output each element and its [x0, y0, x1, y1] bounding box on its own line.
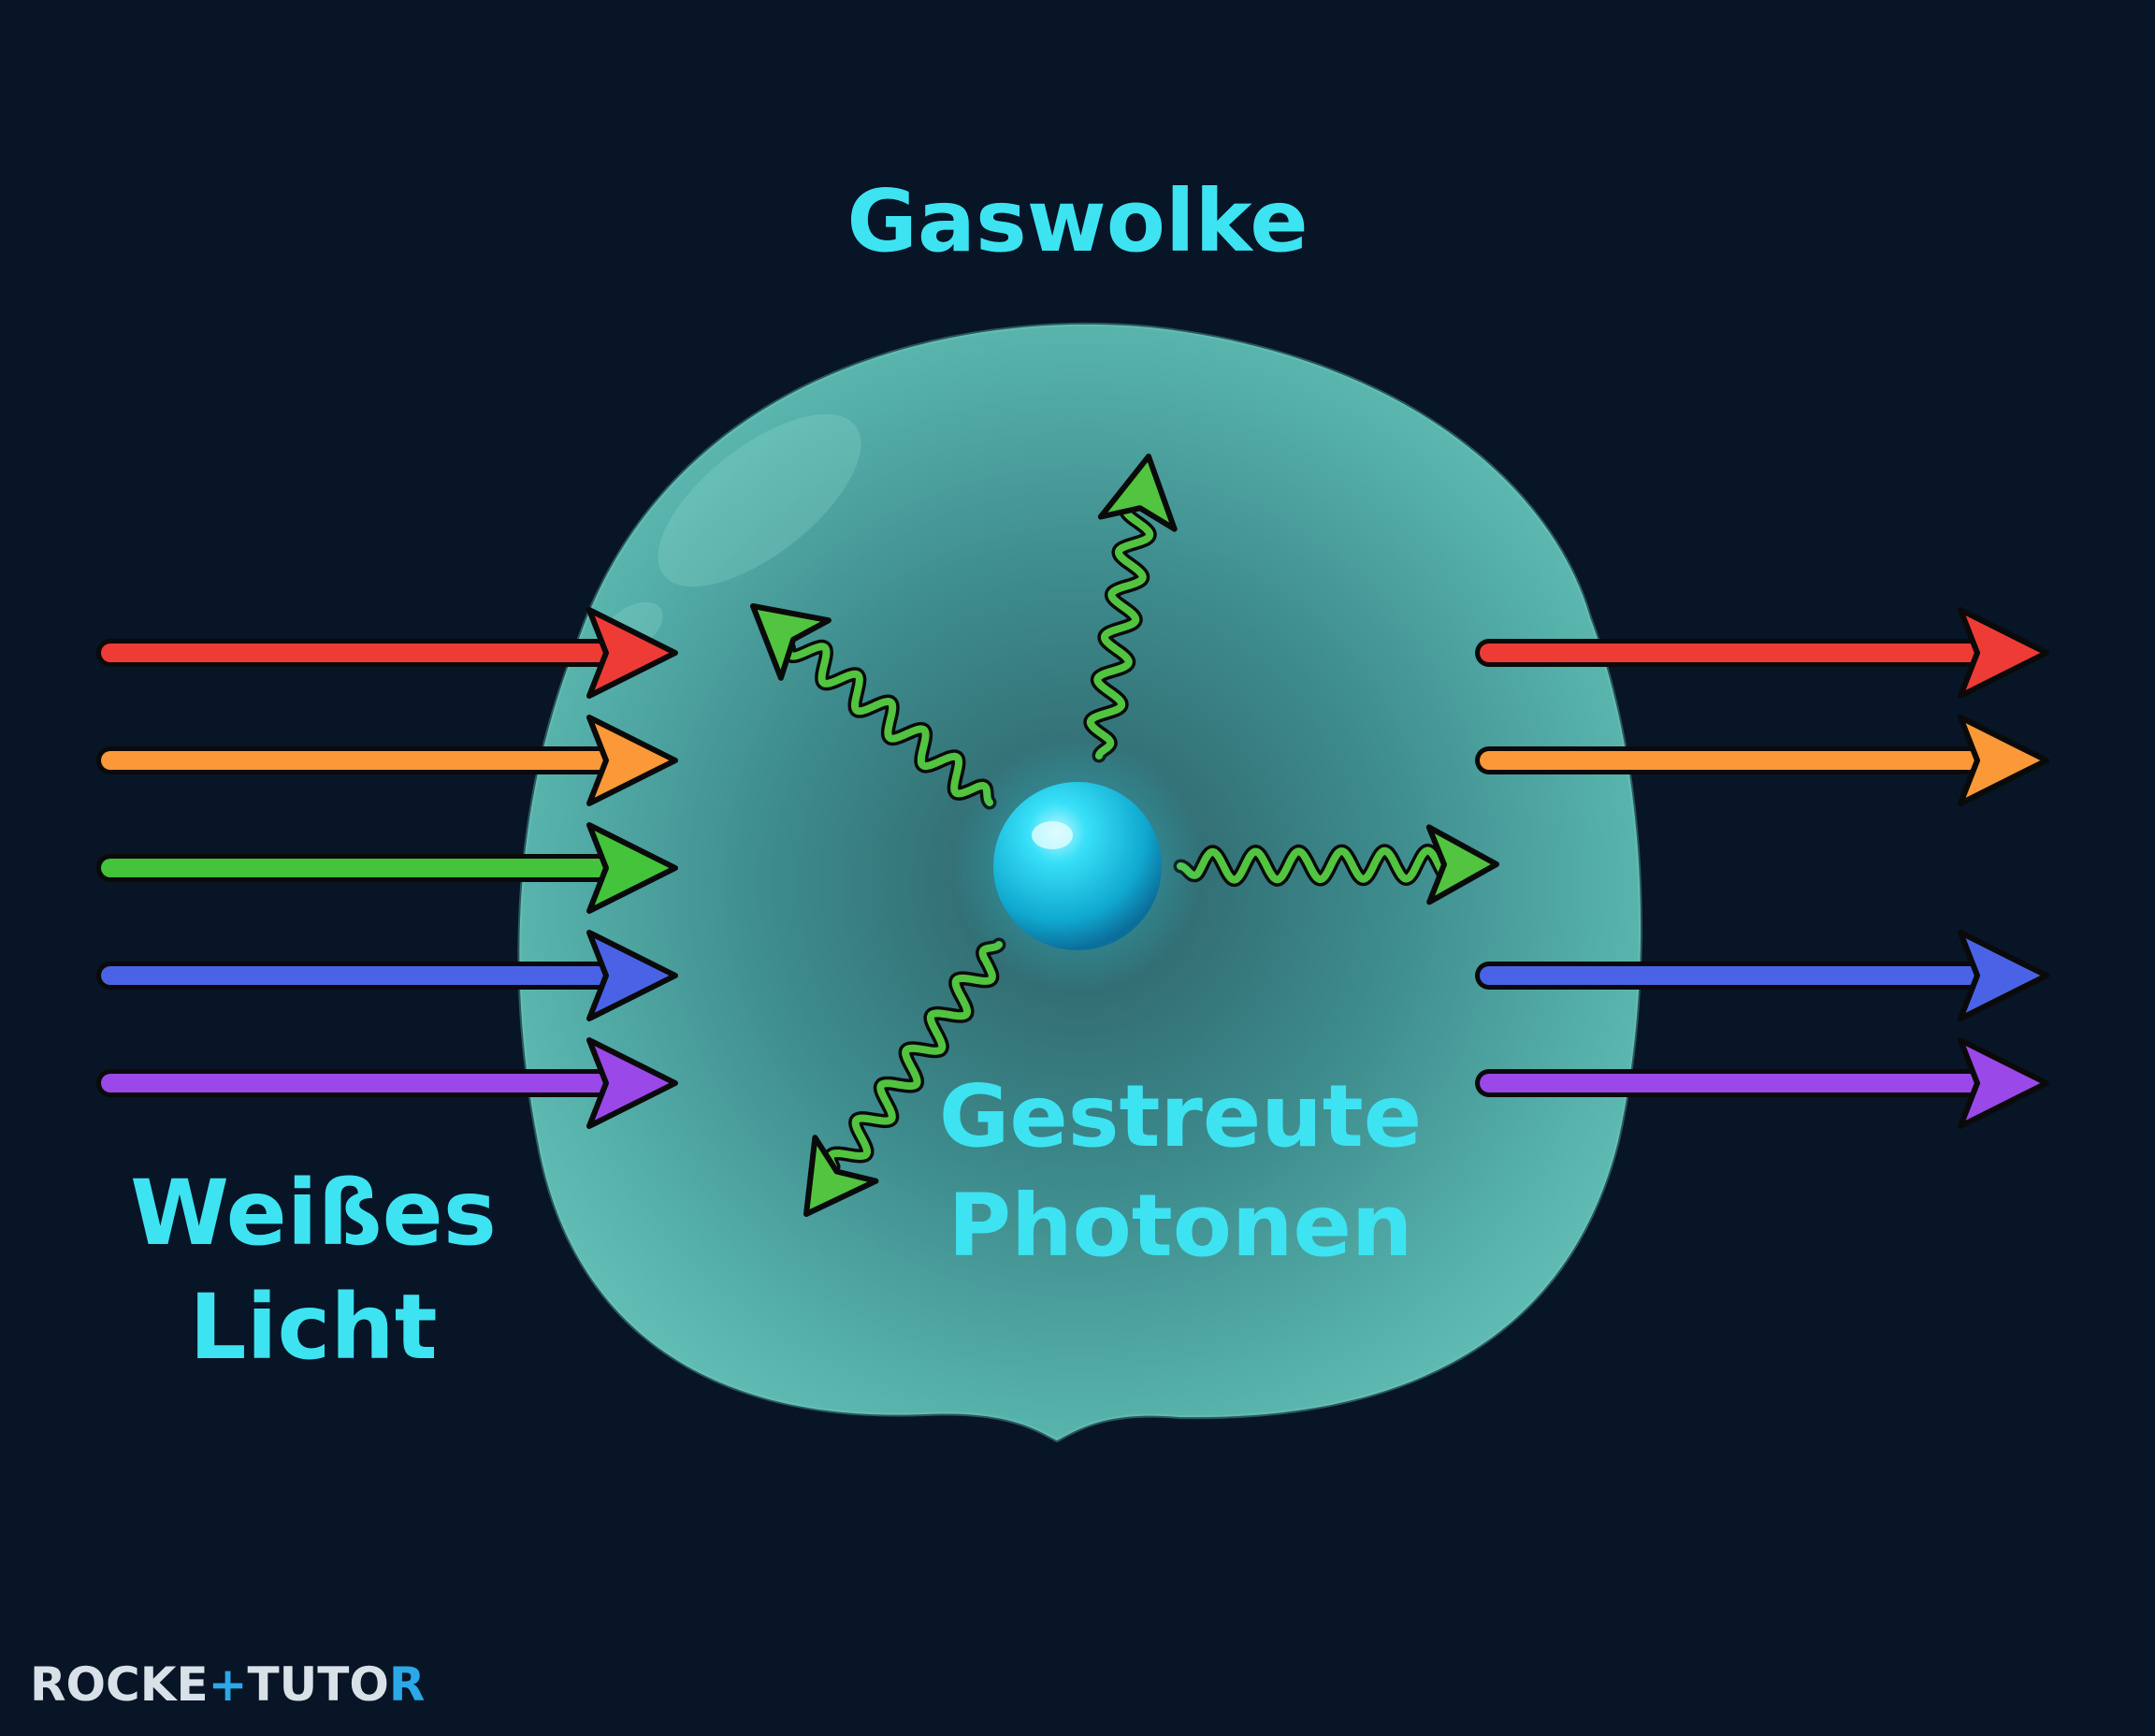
- outgoing-ray-red-head: [1958, 607, 2049, 699]
- atom-highlight: [1032, 821, 1073, 849]
- outgoing-ray-violet-head: [1958, 1037, 2049, 1129]
- incoming-ray-orange: [96, 715, 678, 806]
- atom-sphere: [993, 782, 1162, 950]
- scattered-photon-lower-left-head: [803, 1135, 879, 1217]
- scattered-photon-right-wave: [1177, 846, 1446, 884]
- incoming-ray-blue-head: [586, 930, 678, 1021]
- scattered-photon-lower-left: [803, 937, 1006, 1217]
- logo-text-2: TUTO: [248, 1657, 389, 1712]
- logo-text-1: ROCKE: [30, 1657, 209, 1712]
- white-light-label-line2: Licht: [189, 1275, 437, 1380]
- outgoing-ray-blue-head: [1958, 930, 2049, 1021]
- incoming-ray-blue: [96, 930, 678, 1021]
- incoming-ray-violet: [96, 1037, 678, 1129]
- incoming-ray-red: [96, 607, 678, 699]
- scattered-photons: [750, 454, 1499, 1217]
- atom: [951, 740, 1204, 992]
- logo-text-3: R: [389, 1657, 426, 1712]
- scattered-photon-lower-left-wave: [826, 941, 1003, 1171]
- scattered-photon-upper-left-wave: [785, 643, 993, 806]
- outgoing-ray-violet: [1475, 1037, 2049, 1129]
- scattered-photon-up: [1083, 454, 1178, 763]
- outgoing-ray-red: [1475, 607, 2049, 699]
- incoming-ray-green-head: [586, 822, 678, 914]
- transmitted-light-rays: [1475, 607, 2049, 1129]
- incoming-ray-green: [96, 822, 678, 914]
- rocket-tutor-logo: ROCKE+TUTOR: [30, 1657, 425, 1712]
- incoming-ray-red-head: [586, 607, 678, 699]
- outgoing-ray-orange: [1475, 715, 2049, 806]
- incoming-ray-violet-head: [586, 1037, 678, 1129]
- scattered-photon-upper-left-head: [750, 603, 832, 681]
- outgoing-ray-blue: [1475, 930, 2049, 1021]
- scattered-photons-label-line1: Gestreute: [939, 1066, 1422, 1166]
- svg-text:ROCKE+TUTOR: ROCKE+TUTOR: [30, 1657, 425, 1712]
- scattered-photon-up-wave: [1086, 503, 1154, 760]
- scattered-photon-right-head: [1425, 824, 1499, 905]
- logo-mark: +: [209, 1657, 248, 1712]
- cloud-highlight: [658, 413, 861, 587]
- cloud-label: Gaswolke: [846, 171, 1308, 271]
- scattered-photon-up-head: [1097, 454, 1178, 532]
- scattered-photon-right: [1173, 824, 1499, 905]
- outgoing-ray-orange-head: [1958, 715, 2049, 806]
- white-light-label-line1: Weißes: [130, 1161, 497, 1266]
- incoming-white-light-rays: [96, 607, 678, 1129]
- scattered-photon-upper-left: [750, 603, 997, 810]
- scattered-photons-label-line2: Photonen: [948, 1176, 1413, 1276]
- incoming-ray-orange-head: [586, 715, 678, 806]
